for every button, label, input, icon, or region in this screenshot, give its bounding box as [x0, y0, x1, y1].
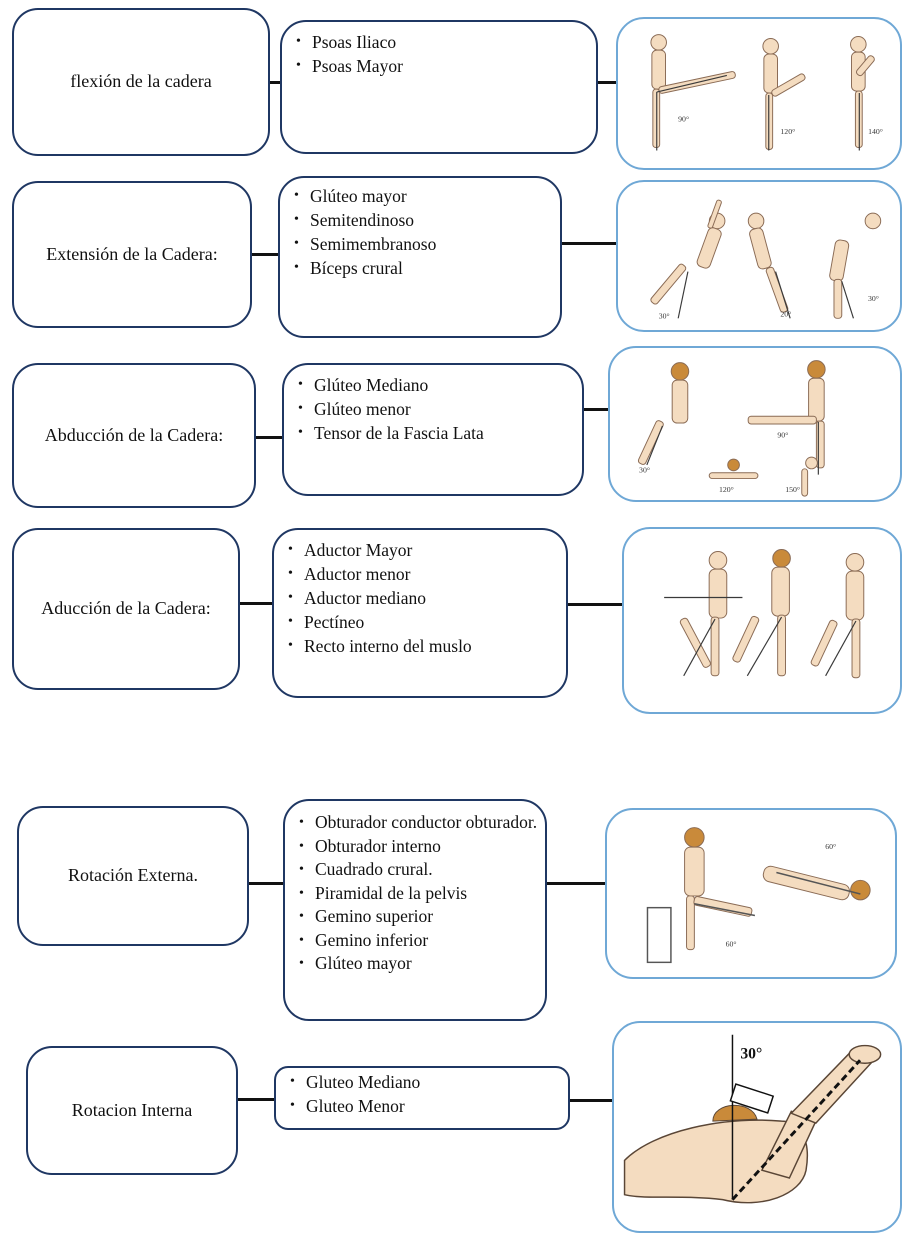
connector-line [256, 436, 282, 439]
muscle-item: Gemino inferior [299, 929, 545, 953]
movement-box-internal-rotation: Rotacion Interna [26, 1046, 238, 1175]
movement-box-hip-extension: Extensión de la Cadera: [12, 181, 252, 328]
angle-label: 90° [777, 431, 788, 440]
illustration-hip-flexion: 90° 120° 140° [616, 17, 902, 170]
connector-line [252, 253, 278, 256]
muscle-item: Glúteo mayor [294, 184, 560, 208]
illustration-hip-extension: 30° 20° 30° [616, 180, 902, 332]
muscle-item: Aductor Mayor [288, 538, 566, 562]
internal-rotation-figure: 30° [623, 1034, 882, 1204]
muscle-item: Psoas Iliaco [296, 30, 596, 54]
angle-label: 60° [726, 940, 737, 949]
hip-adduction-figures [664, 549, 865, 679]
muscle-item: Pectíneo [288, 610, 566, 634]
connector-line [562, 242, 616, 245]
movement-box-hip-flexion: flexión de la cadera [12, 8, 270, 156]
muscle-item: Semimembranoso [294, 232, 560, 256]
muscle-item: Aductor mediano [288, 586, 566, 610]
movement-label: Rotación Externa. [68, 865, 198, 886]
muscle-box-external-rotation: Obturador conductor obturador. Obturador… [283, 799, 547, 1021]
connector-line [240, 602, 272, 605]
angle-label: 30° [639, 466, 650, 475]
muscle-item: Glúteo Mediano [298, 373, 582, 397]
muscle-item: Obturador conductor obturador. [299, 811, 545, 835]
external-rotation-figures: 60° 60° [646, 827, 871, 964]
muscle-item: Tensor de la Fascia Lata [298, 421, 582, 445]
movement-label: Rotacion Interna [71, 1099, 193, 1120]
movement-label: Aducción de la Cadera: [41, 598, 211, 619]
angle-label: 30° [740, 1045, 762, 1062]
muscle-item: Psoas Mayor [296, 54, 596, 78]
muscle-item: Gluteo Mediano [290, 1070, 568, 1094]
muscle-item: Bíceps crural [294, 256, 560, 280]
connector-line [568, 603, 622, 606]
connector-line [270, 81, 280, 84]
illustration-hip-adduction [622, 527, 902, 714]
muscle-item: Recto interno del muslo [288, 634, 566, 658]
connector-line [584, 408, 608, 411]
muscle-box-hip-flexion: Psoas Iliaco Psoas Mayor [280, 20, 598, 154]
angle-label: 90° [678, 114, 689, 123]
muscle-item: Cuadrado crural. [299, 858, 545, 882]
muscle-box-internal-rotation: Gluteo Mediano Gluteo Menor [274, 1066, 570, 1130]
illustration-external-rotation: 60° 60° [605, 808, 897, 979]
angle-label: 30° [659, 311, 670, 320]
muscle-item: Glúteo mayor [299, 952, 545, 976]
angle-label: 140° [868, 127, 883, 136]
hip-flexion-figures: 90° 120° 140° [650, 34, 883, 151]
angle-label: 20° [780, 309, 791, 318]
connector-line [598, 81, 616, 84]
muscle-item: Semitendinoso [294, 208, 560, 232]
hip-extension-figures: 30° 20° 30° [650, 199, 882, 320]
angle-label: 150° [785, 485, 800, 494]
movement-box-hip-abduction: Abducción de la Cadera: [12, 363, 256, 508]
muscle-item: Piramidal de la pelvis [299, 882, 545, 906]
illustration-hip-abduction: 30° 90° 120° 150° [608, 346, 902, 502]
angle-label: 60° [825, 842, 836, 851]
movement-label: Extensión de la Cadera: [46, 243, 218, 264]
muscle-item: Gluteo Menor [290, 1094, 568, 1118]
muscle-item: Obturador interno [299, 835, 545, 859]
angle-label: 120° [780, 127, 795, 136]
muscle-box-hip-extension: Glúteo mayor Semitendinoso Semimembranos… [278, 176, 562, 338]
muscle-box-hip-adduction: Aductor Mayor Aductor menor Aductor medi… [272, 528, 568, 698]
movement-box-hip-adduction: Aducción de la Cadera: [12, 528, 240, 690]
movement-box-external-rotation: Rotación Externa. [17, 806, 249, 946]
hip-abduction-figures: 30° 90° 120° 150° [637, 360, 826, 497]
connector-line [570, 1099, 612, 1102]
muscle-item: Aductor menor [288, 562, 566, 586]
movement-label: Abducción de la Cadera: [44, 424, 224, 445]
movement-label: flexión de la cadera [70, 71, 212, 92]
connector-line [249, 882, 283, 885]
connector-line [547, 882, 605, 885]
muscle-item: Glúteo menor [298, 397, 582, 421]
angle-label: 120° [719, 485, 734, 494]
illustration-internal-rotation: 30° [612, 1021, 902, 1233]
angle-label: 30° [868, 294, 879, 303]
connector-line [238, 1098, 274, 1101]
muscle-item: Gemino superior [299, 905, 545, 929]
muscle-box-hip-abduction: Glúteo Mediano Glúteo menor Tensor de la… [282, 363, 584, 496]
